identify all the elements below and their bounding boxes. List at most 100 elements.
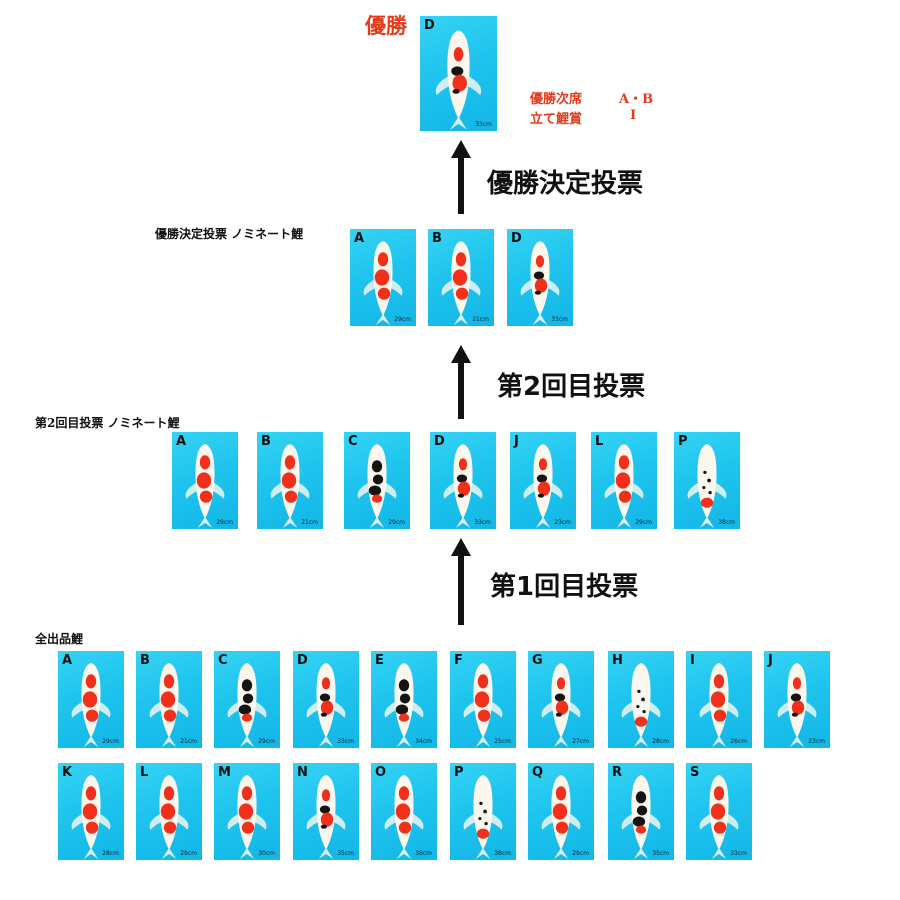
koi-icon <box>621 663 661 747</box>
koi-letter: M <box>218 765 231 780</box>
koi-icon <box>463 775 503 859</box>
koi-size: 27cm <box>572 738 589 745</box>
koi-card-r[interactable]: R 35cm <box>608 763 674 860</box>
koi-letter: A <box>354 231 365 246</box>
koi-size: 38cm <box>494 850 511 857</box>
all-fish-label: 全出品鯉 <box>35 632 84 646</box>
koi-card-q[interactable]: Q 29cm <box>528 763 594 860</box>
koi-letter: L <box>140 765 149 780</box>
koi-icon <box>463 663 503 747</box>
koi-letter: D <box>511 231 522 246</box>
koi-icon <box>363 241 403 325</box>
koi-letter: P <box>454 765 464 780</box>
koi-size: 29cm <box>572 850 589 857</box>
koi-size: 33cm <box>551 316 568 323</box>
koi-letter: D <box>434 434 445 449</box>
koi-icon <box>687 444 727 528</box>
koi-size: 35cm <box>652 850 669 857</box>
koi-icon <box>604 444 644 528</box>
koi-size: 30cm <box>258 850 275 857</box>
koi-size: 25cm <box>494 738 511 745</box>
koi-letter: C <box>348 434 358 449</box>
tate-award-label: 立て鯉賞 <box>530 112 583 127</box>
second-nominees-label: 第2回目投票 ノミネート鯉 <box>35 416 180 430</box>
koi-letter: E <box>375 653 384 668</box>
koi-icon <box>384 663 424 747</box>
koi-icon <box>443 444 483 528</box>
koi-card-j[interactable]: J 23cm <box>764 651 830 748</box>
koi-icon <box>149 775 189 859</box>
koi-icon <box>435 30 482 130</box>
koi-size: 33cm <box>730 850 747 857</box>
first-vote-label: 第1回目投票 <box>490 572 639 602</box>
arrow-up-icon <box>451 345 471 419</box>
koi-letter: C <box>218 653 228 668</box>
koi-letter: Q <box>532 765 544 780</box>
runner-up-value: A・B <box>619 92 654 107</box>
arrow-up-icon <box>451 538 471 625</box>
koi-size: 28cm <box>652 738 669 745</box>
koi-icon <box>699 775 739 859</box>
koi-letter: B <box>261 434 271 449</box>
koi-letter: B <box>140 653 150 668</box>
koi-icon <box>306 663 346 747</box>
koi-letter: P <box>678 434 688 449</box>
koi-size: 29cm <box>102 738 119 745</box>
koi-size: 29cm <box>180 850 197 857</box>
koi-size: 23cm <box>554 519 571 526</box>
koi-letter: B <box>432 231 442 246</box>
koi-letter: L <box>595 434 604 449</box>
koi-icon <box>520 241 560 325</box>
runner-up-label: 優勝次席 <box>530 92 583 107</box>
koi-card-p[interactable]: P 38cm <box>450 763 516 860</box>
koi-card-l[interactable]: L 29cm <box>136 763 202 860</box>
koi-icon <box>149 663 189 747</box>
koi-icon <box>441 241 481 325</box>
koi-icon <box>71 775 111 859</box>
koi-letter: D <box>424 18 435 33</box>
koi-card-b[interactable]: B 21cm <box>257 432 323 529</box>
arrow-up-icon <box>451 140 471 214</box>
koi-icon <box>621 775 661 859</box>
koi-size: 21cm <box>472 316 489 323</box>
second-vote-label: 第2回目投票 <box>497 372 646 402</box>
koi-icon <box>270 444 310 528</box>
koi-card-d[interactable]: D 33cm <box>507 229 573 326</box>
koi-size: 35cm <box>337 850 354 857</box>
koi-card-j[interactable]: J 23cm <box>510 432 576 529</box>
koi-card-m[interactable]: M 30cm <box>214 763 280 860</box>
koi-letter: D <box>297 653 308 668</box>
koi-card-b[interactable]: B 21cm <box>428 229 494 326</box>
koi-letter: J <box>768 653 773 668</box>
koi-size: 21cm <box>301 519 318 526</box>
koi-card-g[interactable]: G 27cm <box>528 651 594 748</box>
koi-letter: G <box>532 653 543 668</box>
koi-icon <box>227 663 267 747</box>
final-vote-label: 優勝決定投票 <box>487 169 644 199</box>
koi-size: 23cm <box>808 738 825 745</box>
koi-letter: J <box>514 434 519 449</box>
koi-letter: O <box>375 765 387 780</box>
koi-letter: R <box>612 765 623 780</box>
tate-award-value: I <box>630 108 637 123</box>
koi-icon <box>357 444 397 528</box>
